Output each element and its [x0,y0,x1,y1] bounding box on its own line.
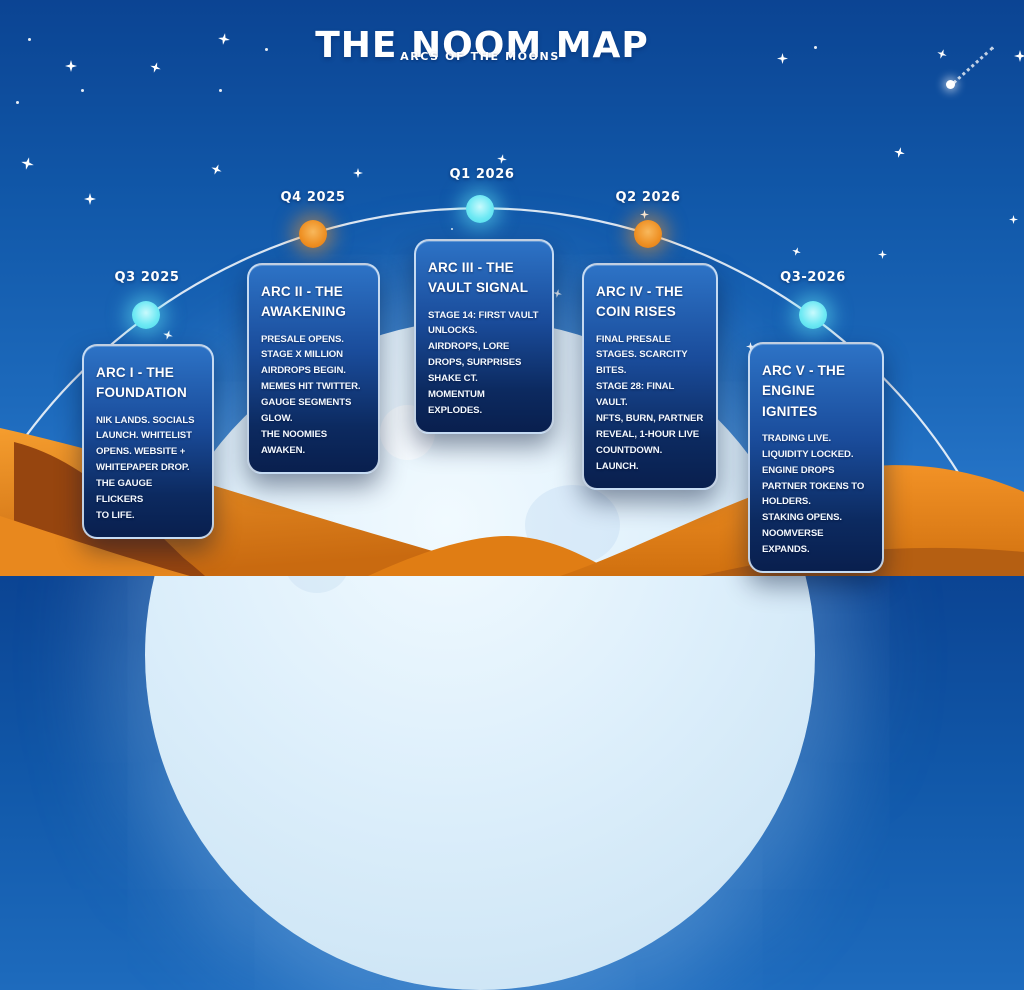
star-icon [353,168,363,178]
card-body: FINAL PRESALE STAGES. SCARCITY BITES. ST… [596,333,704,472]
star-icon [814,46,817,49]
card-title: ARC III - THE VAULT SIGNAL [428,260,529,296]
card-body: STAGE 14: FIRST VAULT UNLOCKS. AIRDROPS,… [428,309,539,417]
quarter-label-q3-2026: Q3-2026 [780,270,846,285]
quarter-label-q3-2025: Q3 2025 [114,270,180,285]
card-title: ARC V - THE ENGINE IGNITES [762,363,846,419]
milestone-card-arc-3: ARC III - THE VAULT SIGNAL STAGE 14: FIR… [414,239,554,434]
card-title: ARC IV - THE COIN RISES [596,284,684,320]
milestone-dot-4 [634,220,662,248]
card-title: ARC I - THE FOUNDATION [96,365,187,401]
star-icon [640,210,649,219]
quarter-label-q1-2026: Q1 2026 [449,167,515,182]
dune-left-dark [14,442,330,576]
star-icon [16,101,19,104]
star-icon [265,48,268,51]
star-icon [451,228,453,230]
star-icon [28,38,31,41]
card-body: NIK LANDS. SOCIALS LAUNCH. WHITELIST OPE… [96,414,195,522]
milestone-dot-2 [299,220,327,248]
dune-middle [368,536,615,576]
milestone-card-arc-1: ARC I - THE FOUNDATION NIK LANDS. SOCIAL… [82,344,214,539]
milestone-dot-5 [799,301,827,329]
quarter-label-q4-2025: Q4 2025 [280,190,346,205]
card-title: ARC II - THE AWAKENING [261,284,347,320]
milestone-card-arc-5: ARC V - THE ENGINE IGNITES TRADING LIVE.… [748,342,884,574]
dune-left-front [0,516,190,576]
star-icon [878,250,887,259]
star-icon [1009,215,1018,224]
star-icon [219,89,222,92]
milestone-card-arc-2: ARC II - THE AWAKENING PRESALE OPENS. ST… [247,263,380,474]
quarter-label-q2-2026: Q2 2026 [615,190,681,205]
star-icon [81,89,84,92]
milestone-dot-1 [132,301,160,329]
milestone-card-arc-4: ARC IV - THE COIN RISES FINAL PRESALE ST… [582,263,718,490]
card-body: TRADING LIVE. LIQUIDITY LOCKED. ENGINE D… [762,432,865,556]
star-icon [777,53,788,64]
comet-icon [946,80,955,89]
star-icon [1014,50,1024,62]
page-title: THE NOOM MAP [315,25,649,67]
page-subtitle: ARCS OF THE MOONS [400,50,560,63]
milestone-dot-3 [466,195,494,223]
card-body: PRESALE OPENS. STAGE X MILLION AIRDROPS … [261,333,361,456]
